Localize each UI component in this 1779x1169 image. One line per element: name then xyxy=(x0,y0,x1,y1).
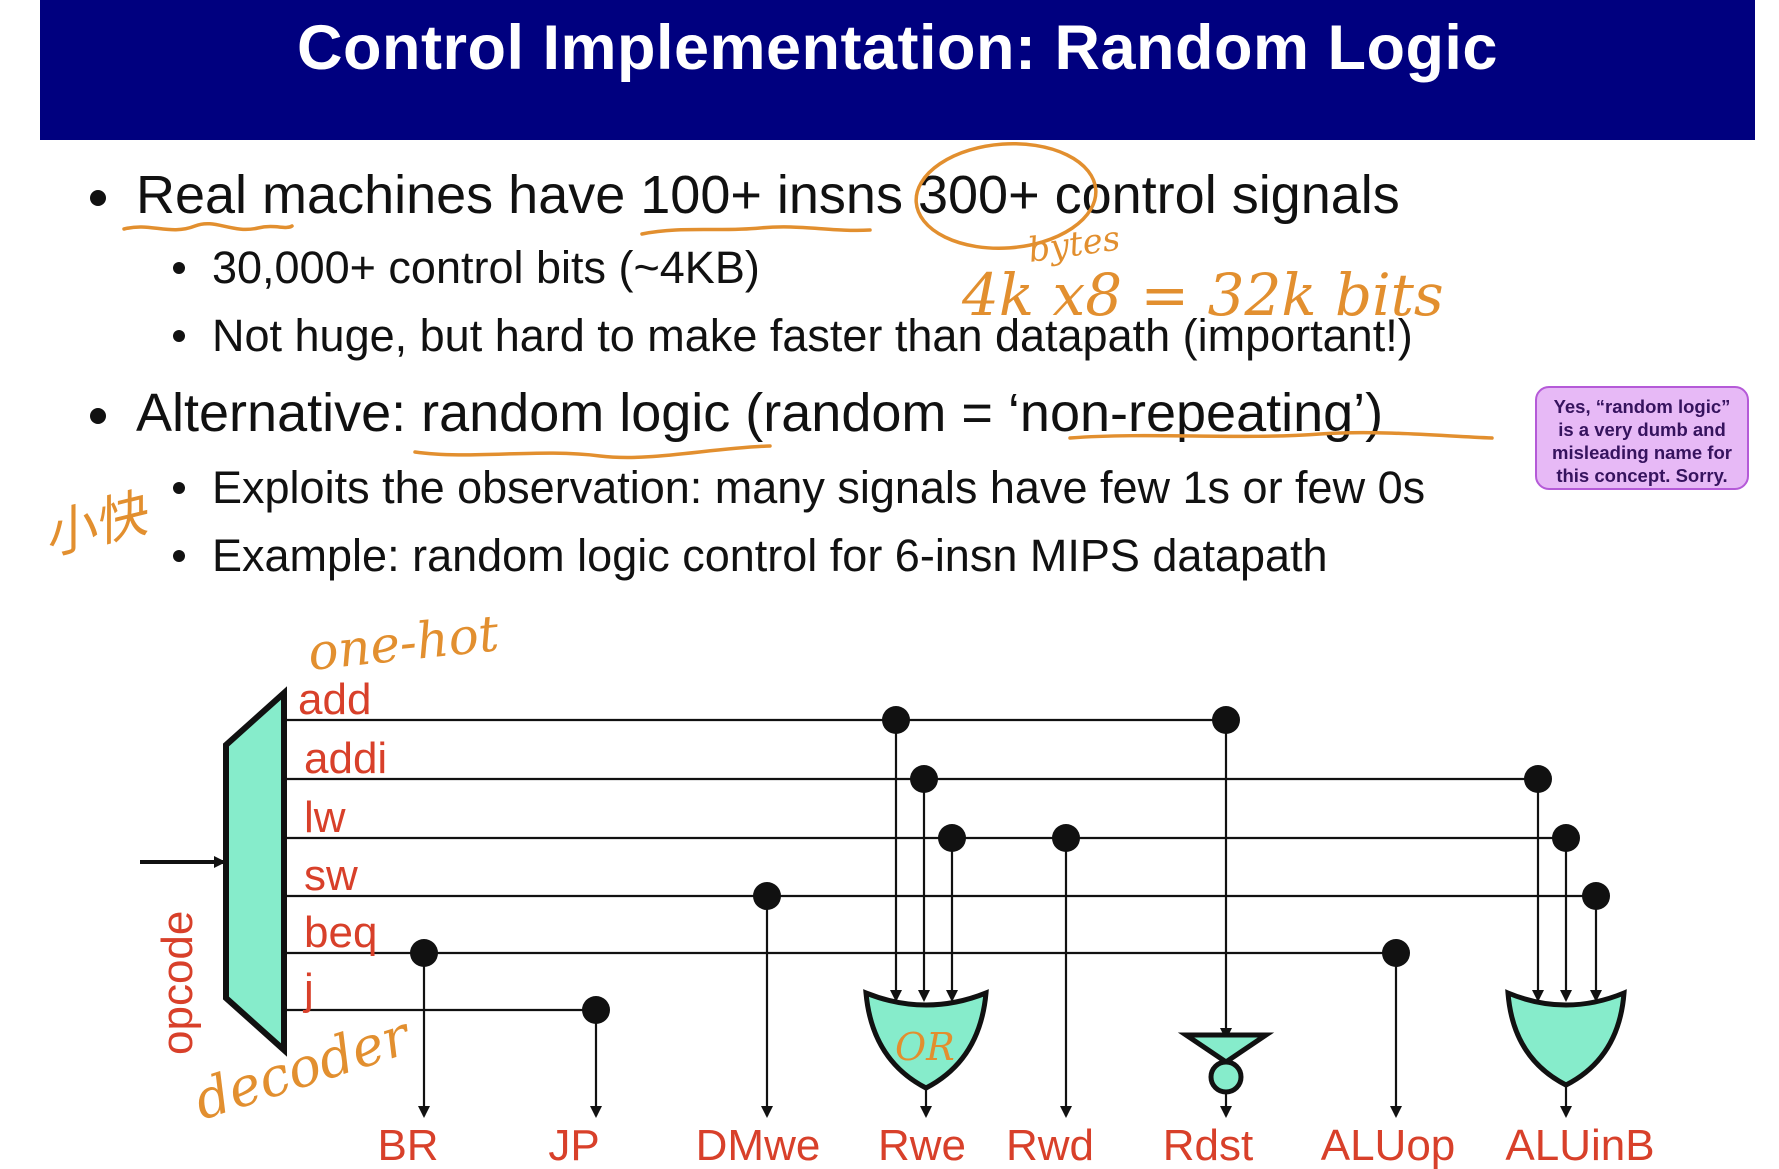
annotation-formula: 4k x8 = 32k bits xyxy=(961,261,1444,329)
output-label-dmwe: DMwe xyxy=(696,1121,821,1169)
output-label-rwd: Rwd xyxy=(1006,1121,1094,1169)
callout-line: Yes, “random logic” xyxy=(1553,396,1731,417)
bullet-marker xyxy=(90,190,106,206)
title-bar: Control Implementation: Random Logic xyxy=(40,0,1755,140)
output-label-aluinb: ALUinB xyxy=(1505,1121,1654,1169)
sub-bullet-marker xyxy=(173,262,185,274)
output-label-aluop: ALUop xyxy=(1321,1121,1456,1169)
or-gate-aluinb xyxy=(1505,989,1627,1088)
instruction-label-addi: addi xyxy=(304,734,387,783)
underline-100-insns xyxy=(640,225,872,236)
output-label-rdst: Rdst xyxy=(1163,1121,1253,1169)
instruction-label-beq: beq xyxy=(304,908,377,957)
sub-bullet-marker xyxy=(173,482,185,494)
output-label-jp: JP xyxy=(548,1121,599,1169)
instruction-label-sw: sw xyxy=(304,851,358,900)
or-gate-rwe xyxy=(863,989,989,1091)
output-label-rwe: Rwe xyxy=(878,1121,966,1169)
underline-random-logic xyxy=(413,444,772,460)
bullet-1-text: Real machines have 100+ insns 300+ contr… xyxy=(136,165,1400,225)
opcode-label: opcode xyxy=(153,911,202,1055)
sub-bullet-marker xyxy=(173,550,185,562)
decoder-block xyxy=(223,686,287,1057)
callout-note: Yes, “random logic” is a very dumb and m… xyxy=(1535,386,1749,490)
annotation-side-note: 小快 xyxy=(37,483,156,567)
output-label-br: BR xyxy=(377,1121,438,1169)
instruction-label-add: add xyxy=(298,675,371,724)
bullet-2-text: Alternative: random logic (random = ‘non… xyxy=(136,383,1384,443)
sub-bullet-marker xyxy=(173,330,185,342)
callout-line: this concept. Sorry. xyxy=(1556,465,1728,486)
underline-real-machines xyxy=(122,221,294,232)
inverter-bubble xyxy=(1208,1059,1244,1095)
annotation-one-hot: one-hot xyxy=(305,604,502,682)
annotation-or: OR xyxy=(895,1025,955,1069)
callout-line: is a very dumb and xyxy=(1558,419,1726,440)
bullet-1-sub-2: Not huge, but hard to make faster than d… xyxy=(212,310,1413,361)
bullet-2-sub-2: Example: random logic control for 6-insn… xyxy=(212,530,1328,581)
underline-non-repeating xyxy=(1068,430,1494,440)
callout-line: misleading name for xyxy=(1552,442,1732,463)
instruction-label-lw: lw xyxy=(304,793,346,842)
slide-title: Control Implementation: Random Logic xyxy=(297,13,1498,83)
bullet-2-sub-1: Exploits the observation: many signals h… xyxy=(212,462,1426,513)
signal-taps xyxy=(418,720,1602,1118)
inverter-rdst xyxy=(1177,1032,1275,1066)
bullet-marker xyxy=(90,408,106,424)
bullet-1-sub-1: 30,000+ control bits (~4KB) xyxy=(212,242,760,293)
annotation-decoder: decoder xyxy=(187,1003,420,1132)
instruction-label-j: j xyxy=(302,965,314,1014)
circle-300 xyxy=(914,141,1098,251)
handwritten-marks xyxy=(122,141,1494,460)
junction-dots xyxy=(410,706,1610,1024)
